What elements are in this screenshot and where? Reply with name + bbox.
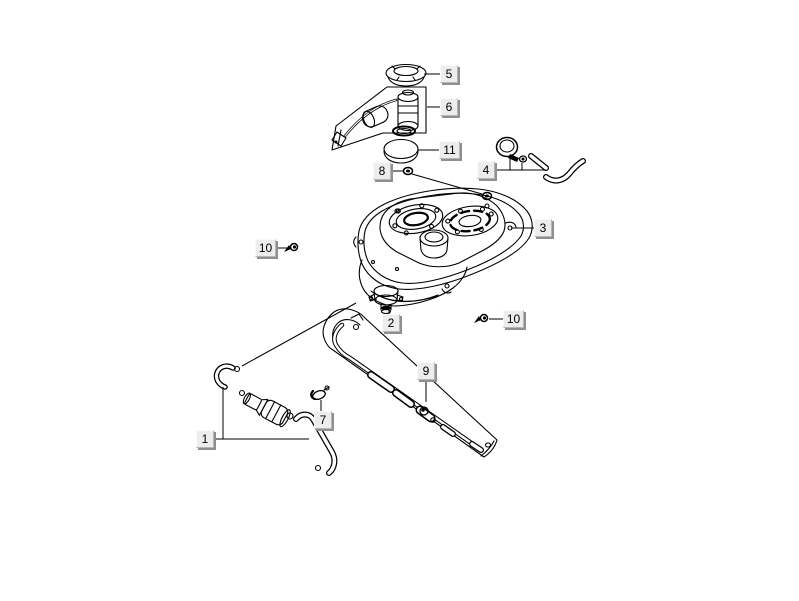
wire-terminal-dot bbox=[334, 140, 338, 144]
screw-left-drawing bbox=[284, 242, 299, 252]
filler-cap-drawing bbox=[385, 63, 427, 87]
part-number: 5 bbox=[445, 67, 453, 81]
part-number: 10 bbox=[258, 241, 273, 255]
fuel-filter-assembly-drawing bbox=[213, 363, 338, 476]
part-number: 9 bbox=[422, 364, 430, 378]
part-callout-11[interactable]: 11 bbox=[439, 141, 460, 159]
pump-mount-ring bbox=[388, 203, 444, 236]
filler-neck bbox=[419, 229, 449, 259]
fuel-hose-assembly-drawing bbox=[322, 308, 498, 458]
hose-clamp-drawing bbox=[495, 136, 586, 184]
leader-lines bbox=[214, 73, 546, 440]
part-number: 3 bbox=[539, 221, 547, 235]
fuel-tank-drawing bbox=[353, 187, 533, 307]
part-number: 2 bbox=[387, 316, 395, 330]
part-number: 8 bbox=[378, 164, 386, 178]
leader-line bbox=[241, 302, 357, 367]
part-callout-2[interactable]: 2 bbox=[382, 314, 400, 332]
part-callout-10-right[interactable]: 10 bbox=[503, 310, 524, 328]
part-number: 10 bbox=[506, 312, 521, 326]
part-callout-6[interactable]: 6 bbox=[440, 98, 458, 116]
pump-seal-drawing bbox=[383, 138, 419, 164]
part-number: 6 bbox=[445, 100, 453, 114]
part-number: 7 bbox=[319, 413, 327, 427]
part-callout-3[interactable]: 3 bbox=[534, 219, 552, 237]
fuel-pump-assembly-drawing bbox=[331, 86, 427, 151]
part-number: 1 bbox=[201, 432, 209, 446]
fuel-valve-drawing bbox=[368, 284, 404, 315]
part-callout-8[interactable]: 8 bbox=[373, 162, 391, 180]
filler-mount-ring bbox=[441, 205, 499, 237]
part-callout-1[interactable]: 1 bbox=[196, 430, 214, 448]
part-number: 4 bbox=[482, 163, 490, 177]
part-callout-4[interactable]: 4 bbox=[477, 161, 495, 179]
part-number: 11 bbox=[443, 143, 456, 157]
hose-clip-drawing bbox=[310, 385, 330, 401]
leader-line bbox=[411, 173, 483, 195]
part-callout-7[interactable]: 7 bbox=[314, 411, 332, 429]
part-callout-5[interactable]: 5 bbox=[440, 65, 458, 83]
part-callout-9[interactable]: 9 bbox=[417, 362, 435, 380]
screw-right-drawing bbox=[474, 313, 489, 323]
part-callout-10-left[interactable]: 10 bbox=[255, 239, 276, 257]
